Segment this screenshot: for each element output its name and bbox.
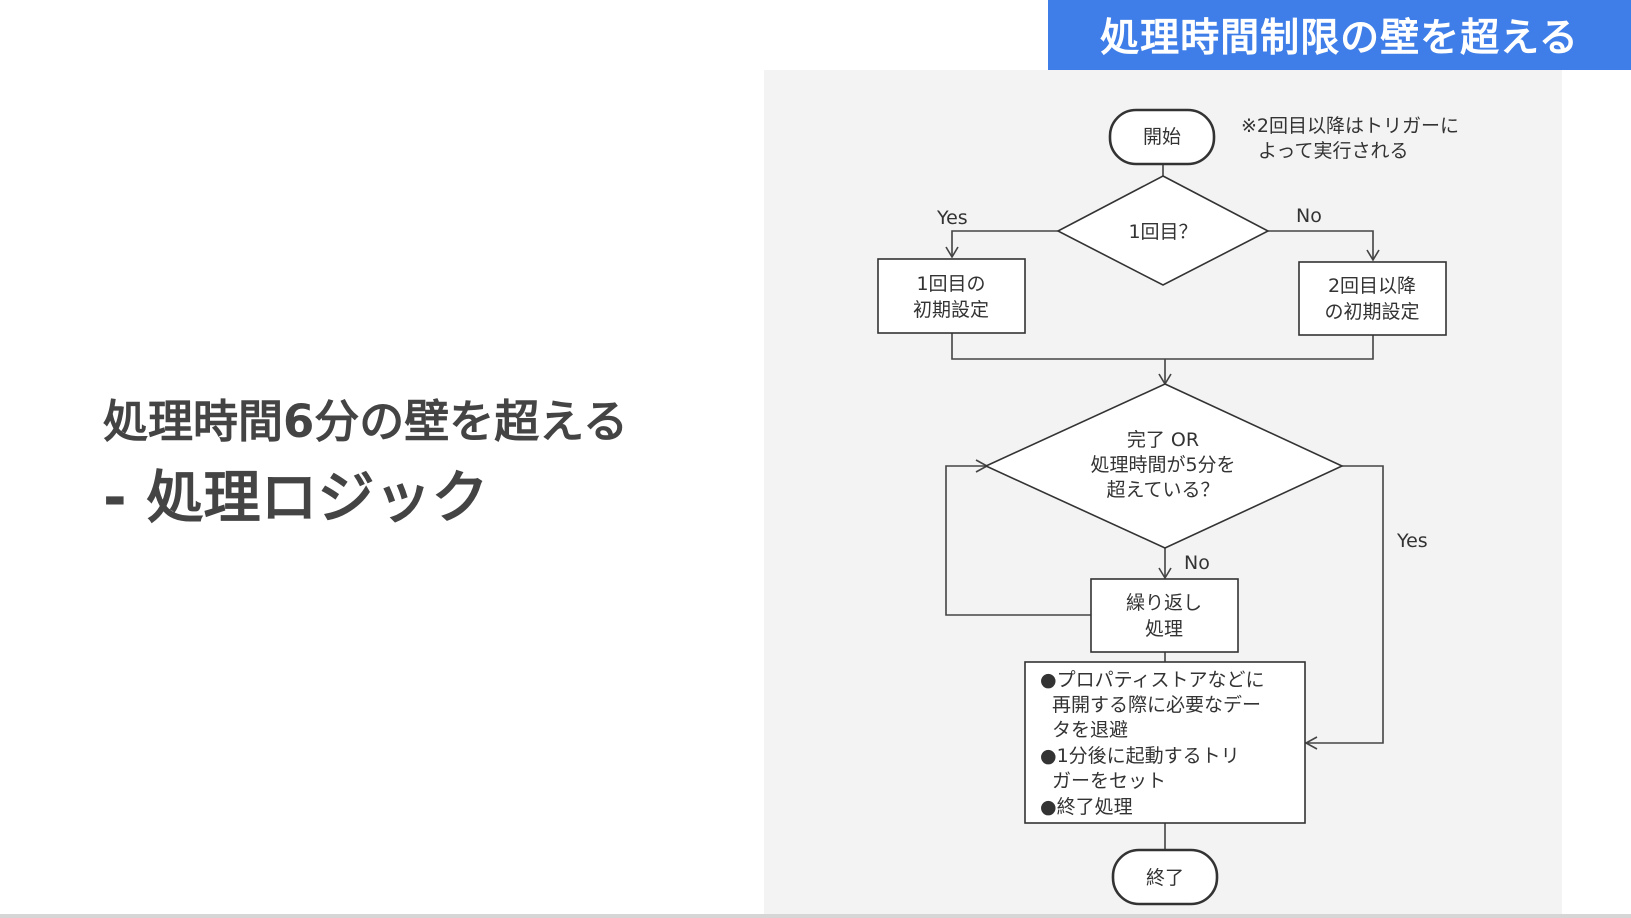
- slide-subtitle: - 処理ロジック: [103, 465, 489, 531]
- timeout-no-label: No: [1184, 552, 1210, 574]
- timeout-decision-line2: 処理時間が5分を: [1090, 454, 1235, 476]
- timeout-yes-label: Yes: [1396, 530, 1428, 552]
- finalize-process: ●プロパティストアなどに 再開する際に必要なデー タを退避 ●1分後に起動するト…: [1024, 661, 1306, 824]
- bottom-divider: [0, 914, 1631, 918]
- timeout-decision-line1: 完了 OR: [1127, 429, 1199, 451]
- finalize-line5: ガーをセット: [1052, 770, 1166, 792]
- arrowhead-finalize: [1304, 736, 1318, 750]
- finalize-line2: 再開する際に必要なデー: [1052, 694, 1261, 716]
- edge-init-first-merge: [951, 333, 1374, 360]
- first-init-process-line2: 初期設定: [913, 299, 989, 321]
- arrowhead-init-first: [945, 246, 959, 259]
- first-run-no-label: No: [1296, 205, 1322, 227]
- timeout-decision-line3: 超えている？: [1106, 479, 1219, 501]
- edge-decision-done-yes: [1307, 465, 1384, 744]
- first-init-process-shape: [877, 258, 1026, 334]
- first-run-decision-shape: [1056, 175, 1270, 286]
- first-init-process-line1: 1回目の: [916, 273, 985, 295]
- finalize-process-shape: [1024, 661, 1306, 824]
- later-init-process: 2回目以降 の初期設定: [1298, 261, 1447, 336]
- trigger-note-line1: ※2回目以降はトリガーに: [1241, 115, 1459, 137]
- finalize-line6: ●終了処理: [1040, 796, 1133, 818]
- start-node-shape: [1108, 108, 1216, 166]
- trigger-note-line2: よって実行される: [1258, 140, 1408, 162]
- edge-decision-first-no: [1268, 230, 1374, 259]
- timeout-decision-shape: [984, 383, 1344, 549]
- end-node-label: 終了: [1146, 867, 1184, 889]
- start-node-label: 開始: [1143, 126, 1181, 148]
- timeout-decision: 完了 OR 処理時間が5分を 超えている？: [984, 383, 1344, 549]
- later-init-process-line2: の初期設定: [1324, 301, 1419, 323]
- loop-process-shape: [1090, 578, 1239, 653]
- first-run-yes-label: Yes: [936, 207, 968, 229]
- loop-process-line2: 処理: [1145, 618, 1183, 640]
- arrowhead-init-later: [1366, 249, 1380, 262]
- edge-loop-back: [945, 465, 1091, 616]
- end-node: 終了: [1111, 848, 1219, 906]
- start-node: 開始: [1108, 108, 1216, 166]
- later-init-process-shape: [1298, 261, 1447, 336]
- edge-decision-first-yes: [951, 230, 1058, 256]
- trigger-note: ※2回目以降はトリガーに よって実行される: [1241, 115, 1459, 162]
- loop-process-line1: 繰り返し: [1126, 592, 1202, 614]
- first-run-decision-label: 1回目？: [1128, 221, 1197, 243]
- header-banner: 処理時間制限の壁を超える: [1048, 0, 1631, 70]
- end-node-shape: [1111, 848, 1219, 906]
- slide-title: 処理時間6分の壁を超える: [103, 395, 628, 448]
- arrowhead-loop-process: [1158, 567, 1172, 580]
- later-init-process-line1: 2回目以降: [1328, 275, 1416, 297]
- banner-title: 処理時間制限の壁を超える: [1100, 16, 1579, 61]
- first-init-process: 1回目の 初期設定: [877, 258, 1026, 334]
- finalize-line3: タを退避: [1052, 719, 1128, 741]
- loop-process: 繰り返し 処理: [1090, 578, 1239, 653]
- first-run-decision: 1回目？: [1056, 175, 1270, 286]
- finalize-line4: ●1分後に起動するトリ: [1040, 745, 1240, 767]
- finalize-line1: ●プロパティストアなどに: [1040, 669, 1264, 691]
